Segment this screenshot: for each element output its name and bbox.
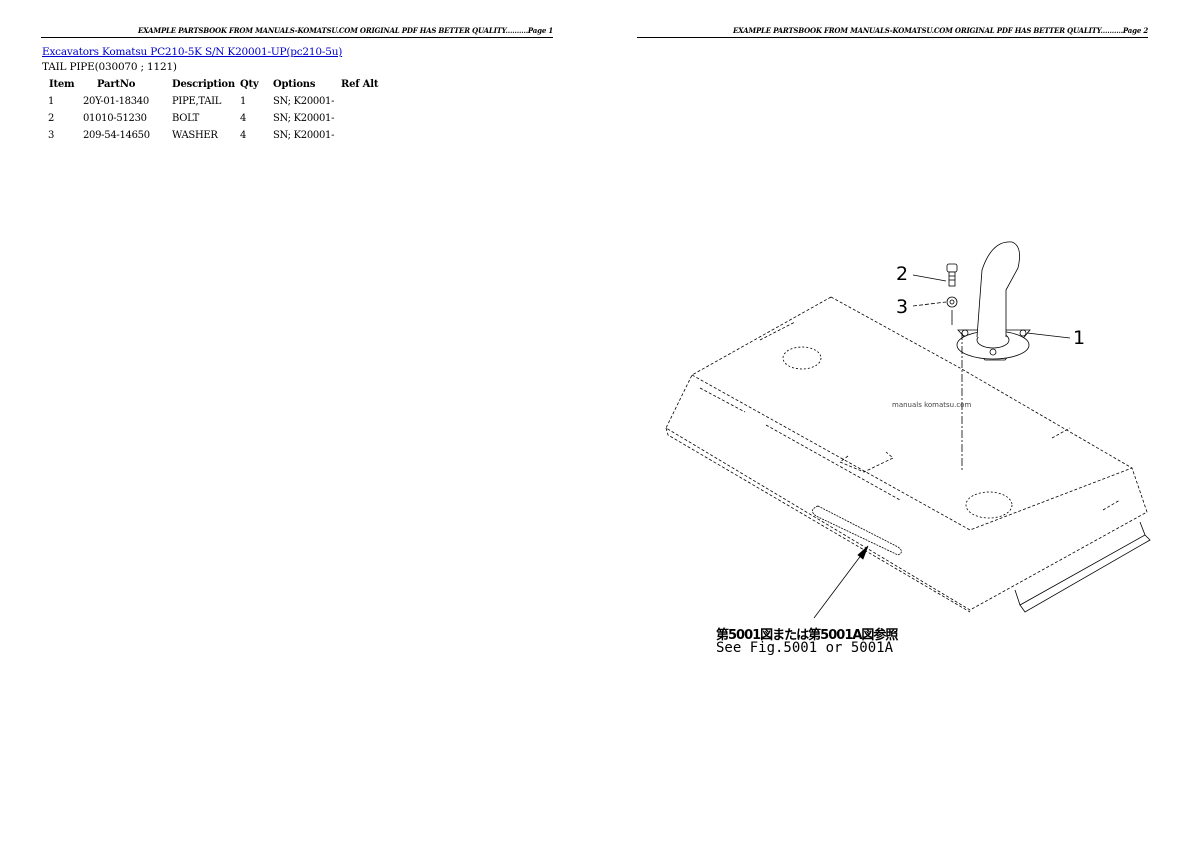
model-title-link[interactable]: Excavators Komatsu PC210-5K S/N K20001-U… xyxy=(42,46,343,58)
cell-description: WASHER xyxy=(172,130,218,141)
table-row: 1 20Y-01-18340 PIPE,TAIL 1 SN; K20001- xyxy=(44,93,381,110)
bolt-drawing xyxy=(946,263,958,287)
cell-qty: 4 xyxy=(240,130,247,141)
tail-pipe-drawing xyxy=(956,241,1031,361)
cell-item: 2 xyxy=(48,113,55,124)
tank-body-drawing xyxy=(665,296,1148,613)
washer-drawing xyxy=(946,296,958,308)
figure-reference-en: See Fig.5001 or 5001A xyxy=(716,640,894,656)
cell-part-no: 01010-51230 xyxy=(83,113,147,124)
figure-reference-jp: 第5001図または第5001A図参照 xyxy=(716,628,898,643)
cell-part-no: 20Y-01-18340 xyxy=(83,96,149,107)
column-header-qty: Qty xyxy=(240,79,259,90)
column-header-options: Options xyxy=(273,79,316,90)
cell-part-no: 209-54-14650 xyxy=(83,130,150,141)
column-header-description: Description xyxy=(172,79,235,90)
page-header: EXAMPLE PARTSBOOK FROM MANUALS-KOMATSU.C… xyxy=(41,26,553,38)
callout-3: 3 xyxy=(896,296,909,318)
callout-1: 1 xyxy=(1073,327,1086,349)
side-rail xyxy=(812,505,1151,613)
table-header-row: Item PartNo Description Qty Options Ref … xyxy=(44,76,381,93)
column-header-ref-alt: Ref Alt xyxy=(341,79,379,90)
cell-qty: 1 xyxy=(240,96,247,107)
page-header: EXAMPLE PARTSBOOK FROM MANUALS-KOMATSU.C… xyxy=(637,26,1148,38)
column-header-partno: PartNo xyxy=(97,79,136,90)
callout-2: 2 xyxy=(896,263,909,285)
table-row: 3 209-54-14650 WASHER 4 SN; K20001- xyxy=(44,127,381,144)
leader-line-2 xyxy=(912,274,947,282)
column-header-item: Item xyxy=(49,79,75,90)
hatch-cover-2 xyxy=(965,491,1013,519)
cell-description: PIPE,TAIL xyxy=(172,96,222,107)
section-title: TAIL PIPE(030070 ; 1121) xyxy=(42,61,177,73)
cell-options: SN; K20001- xyxy=(273,130,335,141)
leader-line-3 xyxy=(912,301,947,307)
bracket xyxy=(839,451,894,473)
page-2: EXAMPLE PARTSBOOK FROM MANUALS-KOMATSU.C… xyxy=(595,0,1190,842)
page-1: EXAMPLE PARTSBOOK FROM MANUALS-KOMATSU.C… xyxy=(41,26,553,144)
cell-item: 1 xyxy=(48,96,55,107)
cell-qty: 4 xyxy=(240,113,247,124)
reference-arrow xyxy=(813,545,869,619)
cell-options: SN; K20001- xyxy=(273,96,335,107)
cell-options: SN; K20001- xyxy=(273,113,335,124)
leader-line-1 xyxy=(1026,332,1071,339)
parts-table: Item PartNo Description Qty Options Ref … xyxy=(44,76,381,144)
hatch-cover-1 xyxy=(782,346,822,370)
watermark-text: manuals komatsu.com xyxy=(892,401,972,409)
cell-item: 3 xyxy=(48,130,55,141)
cell-description: BOLT xyxy=(172,113,200,124)
table-row: 2 01010-51230 BOLT 4 SN; K20001- xyxy=(44,110,381,127)
